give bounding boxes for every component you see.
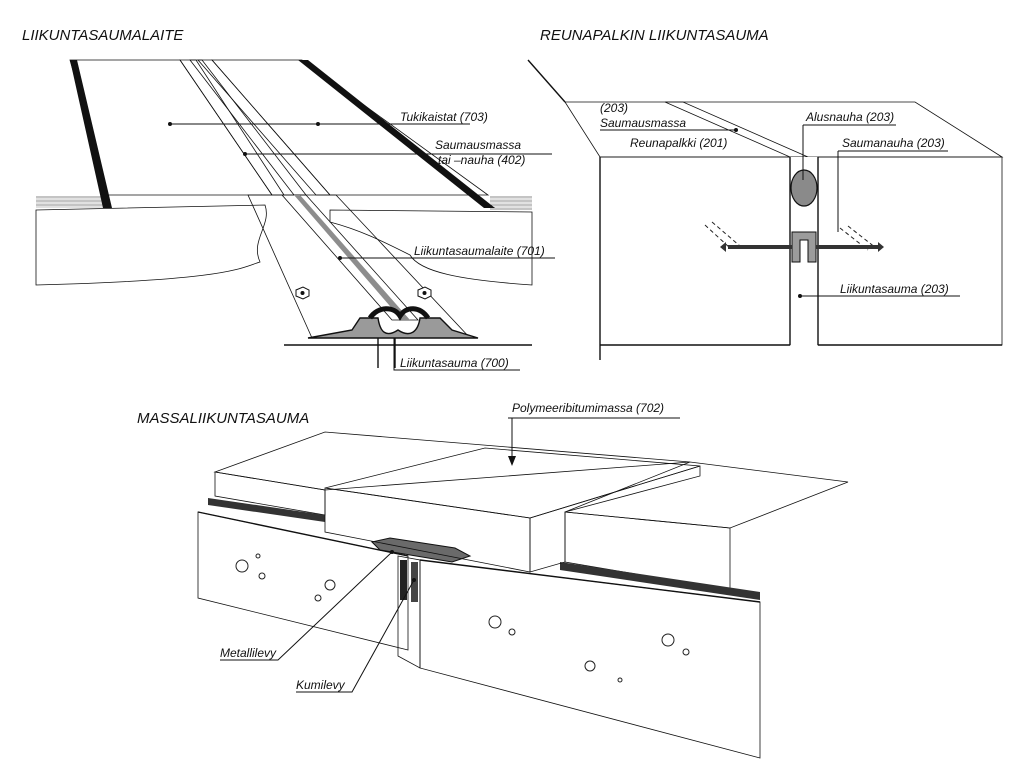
pavement-layers-right <box>490 196 532 210</box>
label-kumilevy: Kumilevy <box>296 678 346 692</box>
detail-liikuntasaumalaite: Tukikaistat (703) Saumausmassa tai –nauh… <box>35 59 555 371</box>
title-liikuntasaumalaite: LIIKUNTASAUMALAITE <box>22 27 184 44</box>
concrete-slab-left <box>35 204 267 286</box>
rubber-plate-in-joint <box>400 560 407 600</box>
label-liikuntasauma-203: Liikuntasauma (203) <box>840 282 949 296</box>
label-reunapalkki: Reunapalkki (201) <box>630 136 727 150</box>
bolt-icon <box>417 286 432 300</box>
support-strip-left <box>179 59 285 196</box>
leader-metallilevy <box>220 551 393 661</box>
edge-beam-block-right <box>817 156 1003 346</box>
leader-liikuntasauma-700 <box>393 338 520 371</box>
label-saumanauha: Saumanauha (203) <box>842 136 945 150</box>
label-tai-nauha: tai –nauha (402) <box>438 153 525 167</box>
polymer-block-side <box>529 465 701 573</box>
detail-reunapalkin-liikuntasauma: (203) Saumausmassa Reunapalkki (201) Alu… <box>527 59 1004 360</box>
label-liikuntasaumalaite: Liikuntasaumalaite (701) <box>414 244 545 258</box>
slab-joint-gap <box>397 555 421 669</box>
asphalt-surface-back <box>213 431 691 491</box>
label-code-203: (203) <box>600 101 628 115</box>
seal-strip-profile <box>791 231 817 263</box>
rubber-seal-profile <box>367 306 431 321</box>
leader-kumilevy <box>296 579 415 693</box>
title-reunapalkin-liikuntasauma: REUNAPALKIN LIIKUNTASAUMA <box>540 27 769 44</box>
asphalt-surface-front <box>564 461 849 529</box>
label-alusnauha: Alusnauha (203) <box>805 110 894 124</box>
title-massaliikuntasauma: MASSALIIKUNTASAUMA <box>137 410 309 427</box>
label-saumausmassa-r: Saumausmassa <box>600 116 686 130</box>
metal-plate <box>371 537 472 563</box>
backer-rod <box>790 169 818 207</box>
sealant-strip <box>189 59 307 196</box>
edge-strip-left <box>70 60 112 208</box>
concrete-slab-right <box>329 209 533 286</box>
label-tukikaistat: Tukikaistat (703) <box>400 110 488 124</box>
label-saumausmassa: Saumausmassa <box>435 138 521 152</box>
device-profile <box>307 317 479 339</box>
label-liikuntasauma-700: Liikuntasauma (700) <box>400 356 509 370</box>
label-metallilevy: Metallilevy <box>220 646 277 660</box>
pavement-layers-left <box>36 196 108 208</box>
edge-strip-right <box>298 60 495 208</box>
bolt-icon <box>295 286 310 300</box>
outline-top-left <box>527 59 566 103</box>
edge-beam-block-left <box>599 156 791 346</box>
membrane-right <box>560 562 760 600</box>
polymer-block-front <box>324 487 531 573</box>
concrete-slab-left <box>197 511 409 651</box>
label-polymeeribitumimassa: Polymeeribitumimassa (702) <box>512 401 664 415</box>
membrane-left <box>208 498 325 522</box>
detail-massaliikuntasauma: Polymeeribitumimassa (702) Metallilevy K… <box>197 401 849 759</box>
